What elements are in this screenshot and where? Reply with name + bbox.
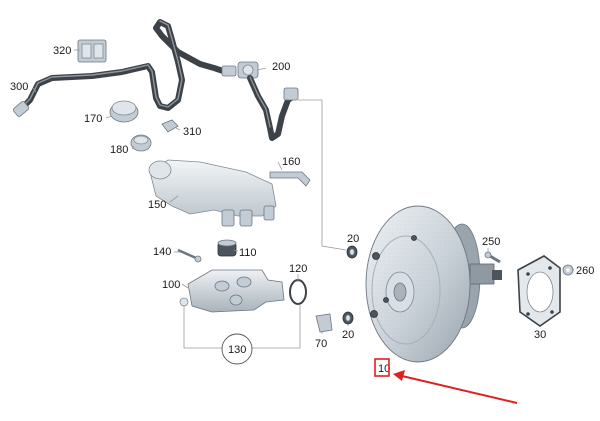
seal-part-20-lower <box>342 311 354 325</box>
vacuum-hose-300 <box>12 19 237 117</box>
callout-130-circle <box>221 333 253 365</box>
vacuum-hose-200 <box>237 61 299 141</box>
o-ring-part-120 <box>289 279 307 305</box>
grommet-part-110 <box>217 239 237 257</box>
callout-30: 30 <box>534 329 546 341</box>
fluid-reservoir-part-150 <box>148 159 277 227</box>
callout-120: 120 <box>289 263 307 275</box>
callout-170: 170 <box>84 113 102 125</box>
callout-20-lower: 20 <box>342 329 354 341</box>
reservoir-cap-part-170 <box>109 100 139 123</box>
callout-310: 310 <box>183 126 201 138</box>
nut-part-260 <box>562 264 574 276</box>
gasket-part-30 <box>517 255 561 327</box>
callout-130: 130 <box>228 344 246 356</box>
highlight-box-part-10 <box>374 358 390 377</box>
callout-200: 200 <box>272 61 290 73</box>
seal-part-20-upper <box>346 245 358 259</box>
callout-300: 300 <box>10 81 28 93</box>
callout-150: 150 <box>148 199 166 211</box>
callout-260: 260 <box>576 265 594 277</box>
bracket-part-160 <box>269 171 311 187</box>
callout-20-upper: 20 <box>347 233 359 245</box>
brake-booster-part-10 <box>365 205 502 363</box>
bracket-part-70 <box>315 313 333 333</box>
callout-70: 70 <box>315 338 327 350</box>
callout-140: 140 <box>153 246 171 258</box>
callout-10: 10 <box>378 363 390 375</box>
callout-320: 320 <box>53 45 71 57</box>
seal-part-180 <box>130 134 152 152</box>
bolt-part-250 <box>484 251 501 264</box>
master-cylinder-part-100 <box>179 269 285 313</box>
callout-180: 180 <box>110 144 128 156</box>
callout-110: 110 <box>239 247 257 259</box>
clip-part-320 <box>77 39 107 63</box>
callout-100: 100 <box>162 279 180 291</box>
clip-part-310 <box>161 119 179 133</box>
highlight-arrow-icon <box>393 370 518 404</box>
leader-lines <box>32 49 574 349</box>
screw-part-140 <box>177 248 202 263</box>
callout-160: 160 <box>282 156 300 168</box>
callout-250: 250 <box>482 236 500 248</box>
